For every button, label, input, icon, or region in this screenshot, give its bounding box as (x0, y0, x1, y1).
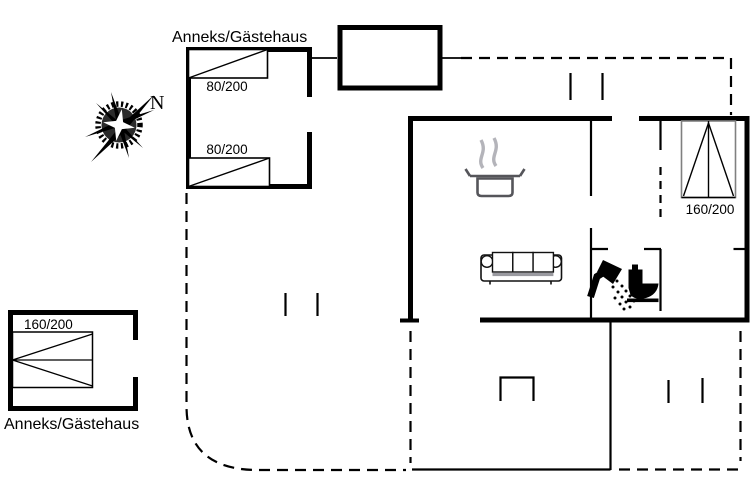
shower-icon (587, 260, 636, 311)
outbuilding (312, 25, 461, 91)
window-ticks (284, 73, 704, 403)
roof-overhang-outline (185, 56, 742, 472)
cooking-pot-icon (464, 137, 526, 198)
toilet-icon (627, 264, 659, 303)
bed-size-label: 160/200 (24, 317, 73, 332)
double-bed-icon (11, 331, 94, 389)
bed-size-label: 80/200 (206, 142, 247, 157)
fireplace-symbol (499, 376, 535, 401)
single-bed-icon (187, 157, 271, 188)
annex-bottom-walls (8, 310, 138, 411)
outbuilding-walls (337, 25, 443, 91)
single-bed-icon (187, 48, 269, 79)
annex-bottom-title: Anneks/Gästehaus (4, 416, 139, 433)
north-label: N (150, 92, 164, 114)
compass-rose-icon (85, 92, 154, 162)
interior-walls (412, 121, 747, 471)
bed-size-label: 160/200 (686, 202, 735, 217)
double-bed-icon (680, 120, 737, 199)
sofa-icon (480, 251, 563, 285)
bed-size-label: 80/200 (206, 79, 247, 94)
guest-annex-top: Anneks/Gästehaus 80/200 80/200 (172, 29, 312, 189)
steam-icon (479, 137, 498, 169)
shower-spray (611, 279, 636, 311)
annex-top-title: Anneks/Gästehaus (172, 29, 307, 46)
guest-annex-bottom: 160/200 Anneks/Gästehaus (4, 310, 139, 433)
main-house-walls (400, 116, 750, 323)
